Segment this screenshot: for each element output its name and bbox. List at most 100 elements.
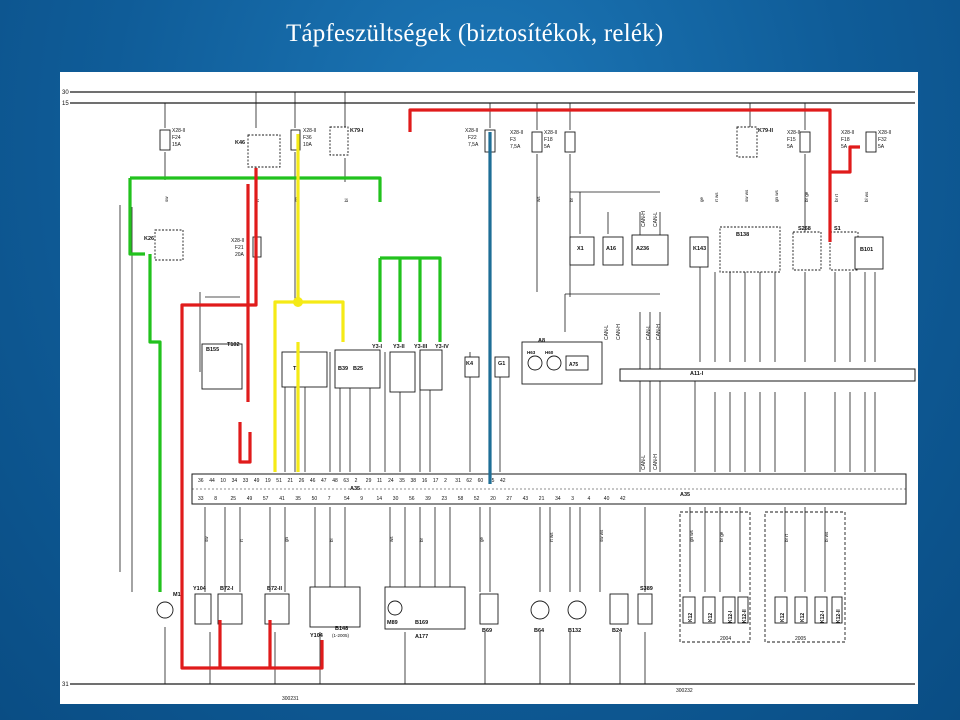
pin-top-12: 48 xyxy=(332,478,338,484)
svg-text:K79-II: K79-II xyxy=(758,128,773,134)
svg-text:X28-II: X28-II xyxy=(787,130,800,136)
pin-top-22: 2 xyxy=(444,478,447,484)
svg-text:K12: K12 xyxy=(780,613,786,622)
pin-top-11: 47 xyxy=(321,478,327,484)
pin-top-14: 2 xyxy=(355,478,358,484)
svg-text:B148: B148 xyxy=(335,626,348,632)
svg-text:S268: S268 xyxy=(798,226,811,232)
svg-text:Y3-III: Y3-III xyxy=(414,344,428,350)
pin-top-17: 24 xyxy=(388,478,394,484)
svg-text:M89: M89 xyxy=(387,620,398,626)
svg-text:F15: F15 xyxy=(787,137,796,143)
pin-bottom-25: 40 xyxy=(604,496,610,502)
wire-color-label-13: sw xyxy=(204,536,209,542)
yellow-supply-wires xyxy=(273,134,345,472)
wire-color-label-8: sw ws xyxy=(744,189,749,202)
pin-top-15: 29 xyxy=(366,478,372,484)
main-connector-strip xyxy=(191,473,907,505)
pin-bottom-5: 41 xyxy=(279,496,285,502)
can-bus-labels: CAN-L CAN-H CAN-H CAN-L CAN-L CAN-H CAN-… xyxy=(604,211,662,470)
svg-text:X28-II: X28-II xyxy=(465,128,478,134)
pin-bottom-12: 30 xyxy=(393,496,399,502)
pin-bottom-8: 7 xyxy=(328,496,331,502)
svg-text:7,5A: 7,5A xyxy=(468,142,479,148)
wire-color-label-21: sw ws xyxy=(599,529,604,542)
pin-bottom-2: 25 xyxy=(231,496,237,502)
svg-text:B24: B24 xyxy=(612,628,623,634)
red-supply-wires xyxy=(180,108,860,670)
pin-bottom-13: 56 xyxy=(409,496,415,502)
pin-bottom-15: 23 xyxy=(442,496,448,502)
svg-text:20A: 20A xyxy=(235,252,245,258)
pin-top-10: 46 xyxy=(310,478,316,484)
svg-text:B69: B69 xyxy=(482,628,492,634)
pin-top-27: 42 xyxy=(500,478,506,484)
svg-text:K26: K26 xyxy=(144,236,154,242)
svg-text:X28-II: X28-II xyxy=(510,130,523,136)
wire-color-label-0: sw xyxy=(164,196,169,202)
svg-text:A8: A8 xyxy=(538,338,545,344)
svg-text:A35: A35 xyxy=(680,492,690,498)
svg-text:CAN-H: CAN-H xyxy=(653,454,659,470)
svg-text:B64: B64 xyxy=(534,628,545,634)
svg-text:B72-I: B72-I xyxy=(220,586,234,592)
svg-text:CAN-L: CAN-L xyxy=(653,212,659,227)
green-supply-wires xyxy=(128,176,442,592)
svg-text:F21: F21 xyxy=(235,245,244,251)
svg-text:B39: B39 xyxy=(338,366,348,372)
svg-text:10A: 10A xyxy=(303,142,313,148)
wire-color-label-12: bl ws xyxy=(864,191,869,202)
pin-top-1: 44 xyxy=(209,478,215,484)
svg-text:X28-II: X28-II xyxy=(544,130,557,136)
svg-text:5A: 5A xyxy=(787,144,794,150)
wire-color-label-16: bl xyxy=(329,538,334,542)
svg-text:F3: F3 xyxy=(510,137,516,143)
pin-top-25: 60 xyxy=(478,478,484,484)
wire-color-label-17: ws xyxy=(389,536,394,542)
pin-bottom-22: 34 xyxy=(555,496,561,502)
svg-text:F24: F24 xyxy=(172,135,181,141)
svg-text:Y3-II: Y3-II xyxy=(393,344,405,350)
wire-color-label-14: rt xyxy=(239,539,244,542)
svg-text:7,5A: 7,5A xyxy=(510,144,521,150)
svg-text:X28-II: X28-II xyxy=(231,238,244,244)
wire-color-label-23: br ge xyxy=(719,531,724,542)
svg-text:X28-II: X28-II xyxy=(303,128,316,134)
wire-color-label-7: rt ws xyxy=(714,192,719,202)
svg-text:Y3-IV: Y3-IV xyxy=(435,344,449,350)
pin-top-4: 33 xyxy=(243,478,249,484)
pin-bottom-16: 58 xyxy=(458,496,464,502)
svg-text:B101: B101 xyxy=(860,247,873,253)
pin-top-24: 62 xyxy=(466,478,472,484)
bottom-component-labels: M12 Y104 B72-I B72-II B148 Y104 (1-2005)… xyxy=(173,586,842,640)
wire-color-label-15: gn xyxy=(284,536,289,542)
svg-text:S1: S1 xyxy=(834,226,841,232)
svg-text:B169: B169 xyxy=(415,620,428,626)
pin-bottom-26: 42 xyxy=(620,496,626,502)
svg-text:Y104: Y104 xyxy=(193,586,207,592)
pin-top-7: 51 xyxy=(276,478,282,484)
svg-text:H60: H60 xyxy=(545,350,554,355)
pin-top-13: 63 xyxy=(343,478,349,484)
svg-text:K79-I: K79-I xyxy=(350,128,364,134)
drawing-number-right: 300232 xyxy=(676,688,693,694)
pin-bottom-23: 3 xyxy=(571,496,574,502)
pin-bottom-4: 57 xyxy=(263,496,269,502)
pin-top-9: 26 xyxy=(299,478,305,484)
pin-top-6: 19 xyxy=(265,478,271,484)
wire-color-label-11: br rt xyxy=(834,193,839,202)
year-label-2005: 2005 xyxy=(795,636,806,642)
svg-text:A177: A177 xyxy=(415,634,428,640)
pin-bottom-19: 27 xyxy=(506,496,512,502)
svg-text:B25: B25 xyxy=(353,366,363,372)
svg-text:F18: F18 xyxy=(544,137,553,143)
svg-text:K46: K46 xyxy=(235,140,245,146)
mid-component-labels: X1 A16 A236 K143 B138 S268 S1 B101 B155 … xyxy=(206,226,873,498)
svg-text:H63: H63 xyxy=(527,350,536,355)
pin-bottom-6: 35 xyxy=(295,496,301,502)
svg-text:F32: F32 xyxy=(878,137,887,143)
svg-text:A35: A35 xyxy=(350,486,360,492)
yellow-junction-dot xyxy=(293,297,303,307)
